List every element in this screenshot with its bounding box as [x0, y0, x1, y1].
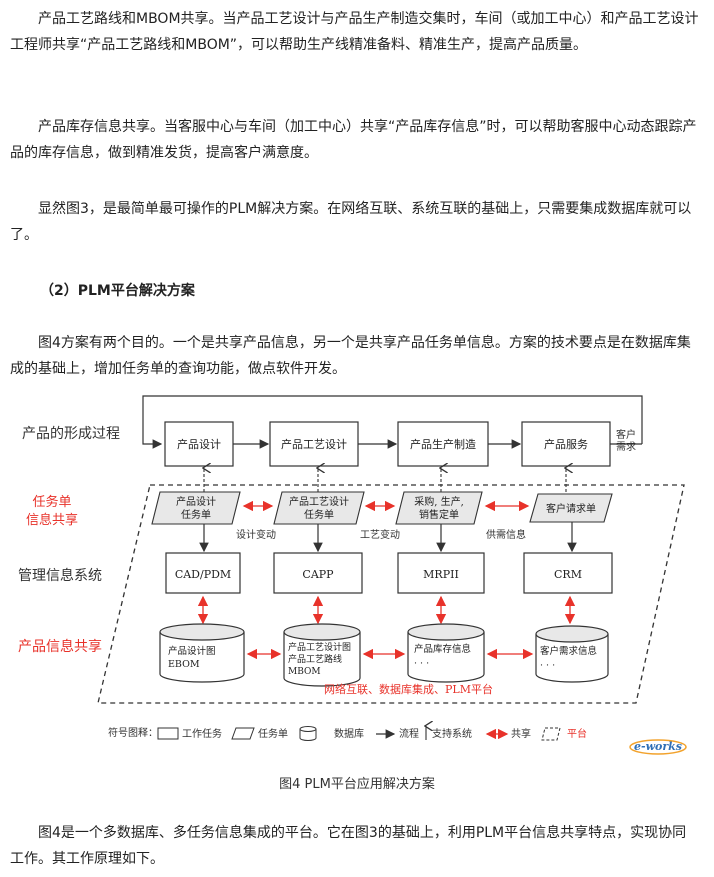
row-label-task-line2: 信息共享 [26, 512, 78, 528]
customer-demand-line1: 客户 [616, 428, 636, 441]
legend-work-task: 工作任务 [182, 727, 222, 740]
row-label-task-line1: 任务单 [32, 494, 71, 510]
process-box-manufacturing-label: 产品生产制造 [410, 437, 476, 451]
legend-platform: 平台 [567, 727, 587, 740]
legend-flow: 流程 [399, 727, 419, 740]
process-box-design-label: 产品设计 [177, 437, 221, 451]
feedback-loop-line [142, 395, 643, 449]
task-sheet-design-line1: 产品设计 [176, 495, 216, 508]
database-design-line1: 产品设计图 [168, 645, 216, 657]
legend-share: 共享 [511, 727, 531, 740]
flow-label-design-change: 设计变动 [236, 528, 276, 541]
row-label-process: 产品的形成过程 [22, 426, 120, 442]
legend-database-swatch [299, 726, 317, 741]
task-sheet-design-line2: 任务单 [181, 508, 211, 521]
row-label-mgmt: 管理信息系统 [18, 567, 102, 584]
database-inventory: 产品库存信息 · · · [407, 623, 485, 683]
system-box-crm: CRM [523, 552, 613, 594]
legend-task-sheet-swatch [231, 727, 255, 740]
database-design-line2: EBOM [168, 659, 200, 670]
paragraph-inventory-sharing: 产品库存信息共享。当客服中心与车间（加工中心）共享“产品库存信息”时，可以帮助客… [10, 119, 697, 161]
system-box-capp: CAPP [273, 552, 363, 594]
process-box-process-design: 产品工艺设计 [269, 421, 359, 467]
paragraph-mbom-sharing: 产品工艺路线和MBOM共享。当产品工艺设计与产品生产制造交集时，车间（或加工中心… [10, 11, 699, 53]
flow-label-supply-demand: 供需信息 [486, 528, 526, 541]
paragraph-figure4-platform: 图4是一个多数据库、多任务信息集成的平台。它在图3的基础上，利用PLM平台信息共… [10, 825, 687, 867]
system-box-mrpii-label: MRPII [423, 568, 459, 581]
system-box-crm-label: CRM [554, 568, 582, 581]
database-process-line1: 产品工艺设计图 [288, 641, 351, 653]
task-sheet-customer-request-line1: 客户请求单 [546, 502, 596, 515]
system-box-mrpii: MRPII [397, 552, 485, 594]
task-sheet-orders-line2: 销售定单 [419, 508, 459, 521]
legend-work-task-swatch [157, 727, 179, 740]
process-box-manufacturing: 产品生产制造 [397, 421, 489, 467]
database-process-line2: 产品工艺路线 [288, 653, 342, 665]
process-box-service: 产品服务 [521, 421, 611, 467]
task-sheet-orders-line1: 采购, 生产, [414, 495, 464, 508]
legend-task-sheet: 任务单 [258, 727, 288, 740]
database-inventory-line2: · · · [414, 658, 429, 669]
legend: 符号图释： 工作任务 任务单 数据库 流程 支持系统 共享 平台 [108, 726, 587, 741]
platform-label: 网络互联、数据库集成、PLM平台 [324, 682, 493, 696]
process-box-design: 产品设计 [164, 421, 234, 467]
database-customer: 客户需求信息 · · · [535, 625, 609, 683]
eworks-logo-text: e-works [634, 740, 682, 753]
process-box-service-label: 产品服务 [544, 437, 588, 451]
process-box-process-design-label: 产品工艺设计 [281, 437, 347, 451]
task-sheet-customer-request: 客户请求单 [529, 493, 613, 523]
legend-database: 数据库 [334, 727, 364, 740]
database-customer-line1: 客户需求信息 [540, 645, 597, 657]
legend-support: 支持系统 [432, 727, 472, 740]
legend-platform-swatch [541, 727, 561, 741]
row-label-info: 产品信息共享 [18, 638, 102, 655]
plm-platform-boundary [97, 484, 685, 704]
database-design: 产品设计图 EBOM [159, 623, 245, 683]
database-inventory-line1: 产品库存信息 [414, 643, 471, 655]
system-box-cadpdm: CAD/PDM [165, 552, 241, 594]
database-customer-line2: · · · [540, 660, 555, 671]
system-box-cadpdm-label: CAD/PDM [175, 568, 231, 581]
database-process: 产品工艺设计图 产品工艺路线 MBOM [283, 623, 361, 687]
task-sheet-process-line1: 产品工艺设计 [289, 495, 349, 508]
customer-demand-line2: 需求 [616, 441, 636, 453]
paragraph-figure3-summary: 显然图3，是最简单最可操作的PLM解决方案。在网络互联、系统互联的基础上，只需要… [10, 201, 692, 243]
legend-title: 符号图释： [108, 726, 158, 739]
system-box-capp-label: CAPP [302, 568, 334, 581]
paragraph-figure4-intro: 图4方案有两个目的。一个是共享产品信息，另一个是共享产品任务单信息。方案的技术要… [10, 335, 691, 377]
eworks-logo: e-works [629, 739, 687, 755]
flow-label-process-change: 工艺变动 [360, 528, 400, 541]
task-sheet-process-line2: 任务单 [304, 508, 334, 521]
task-sheet-process: 产品工艺设计 任务单 [273, 491, 365, 525]
database-process-line3: MBOM [288, 667, 321, 677]
figure-caption: 图4 PLM平台应用解决方案 [279, 777, 435, 792]
task-sheet-design: 产品设计 任务单 [151, 491, 241, 525]
task-sheet-orders: 采购, 生产, 销售定单 [395, 491, 483, 525]
plm-solution-diagram: 产品的形成过程 任务单 信息共享 管理信息系统 产品信息共享 产品设计 产品工艺… [18, 395, 687, 755]
section-heading: （2）PLM平台解决方案 [40, 283, 195, 299]
